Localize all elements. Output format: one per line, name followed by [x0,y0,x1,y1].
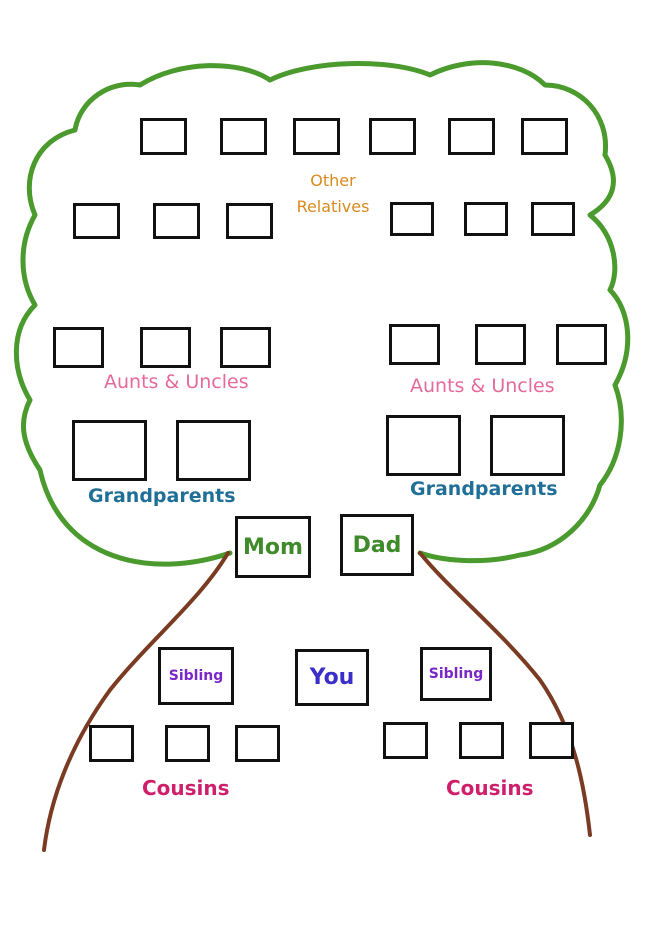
other-relative-box[interactable] [73,203,120,239]
dad-label: Dad [352,532,402,558]
sibling-box-left[interactable]: Sibling [158,647,234,705]
cousin-box-right[interactable] [459,722,504,759]
you-box[interactable]: You [295,649,369,706]
other-relative-box[interactable] [464,202,508,236]
cousin-box-left[interactable] [89,725,134,762]
aunts-uncles-label-right: Aunts & Uncles [410,375,555,397]
aunt-uncle-box-left[interactable] [53,327,104,368]
other-relative-box[interactable] [369,118,416,155]
cousins-label-right: Cousins [446,776,534,800]
trunk-left [42,551,230,852]
mom-label: Mom [243,534,303,560]
tree-canopy [13,60,631,567]
grandparent-box-left[interactable] [72,420,147,481]
aunt-uncle-box-right[interactable] [389,324,440,365]
other-relative-box[interactable] [531,202,575,236]
other-relative-box[interactable] [140,118,187,155]
cousin-box-left[interactable] [235,725,280,762]
grandparents-label-right: Grandparents [410,478,558,500]
other-relative-box[interactable] [226,203,273,239]
aunt-uncle-box-left[interactable] [140,327,191,368]
sibling-box-right[interactable]: Sibling [420,647,492,701]
grandparent-box-left[interactable] [176,420,251,481]
other-relative-box[interactable] [521,118,568,155]
grandparent-box-right[interactable] [490,415,565,476]
other-relatives-label: Other Relatives [273,168,393,220]
aunt-uncle-box-left[interactable] [220,327,271,368]
other-relatives-label-line1: Other [310,171,356,190]
other-relative-box[interactable] [220,118,267,155]
aunt-uncle-box-right[interactable] [556,324,607,365]
grandparents-label-left: Grandparents [88,485,236,507]
sibling-label-left: Sibling [168,668,224,684]
other-relative-box[interactable] [390,202,434,236]
cousins-label-left: Cousins [142,776,230,800]
other-relative-box[interactable] [448,118,495,155]
other-relatives-label-line2: Relatives [296,197,370,216]
cousin-box-left[interactable] [165,725,210,762]
aunts-uncles-label-left: Aunts & Uncles [104,371,249,393]
cousin-box-right[interactable] [383,722,428,759]
grandparent-box-right[interactable] [386,415,461,476]
dad-box[interactable]: Dad [340,514,414,576]
cousin-box-right[interactable] [529,722,574,759]
trunk-right [418,551,592,837]
other-relative-box[interactable] [153,203,200,239]
other-relative-box[interactable] [293,118,340,155]
mom-box[interactable]: Mom [235,516,311,578]
you-label: You [309,665,355,690]
sibling-label-right: Sibling [428,666,484,682]
aunt-uncle-box-right[interactable] [475,324,526,365]
